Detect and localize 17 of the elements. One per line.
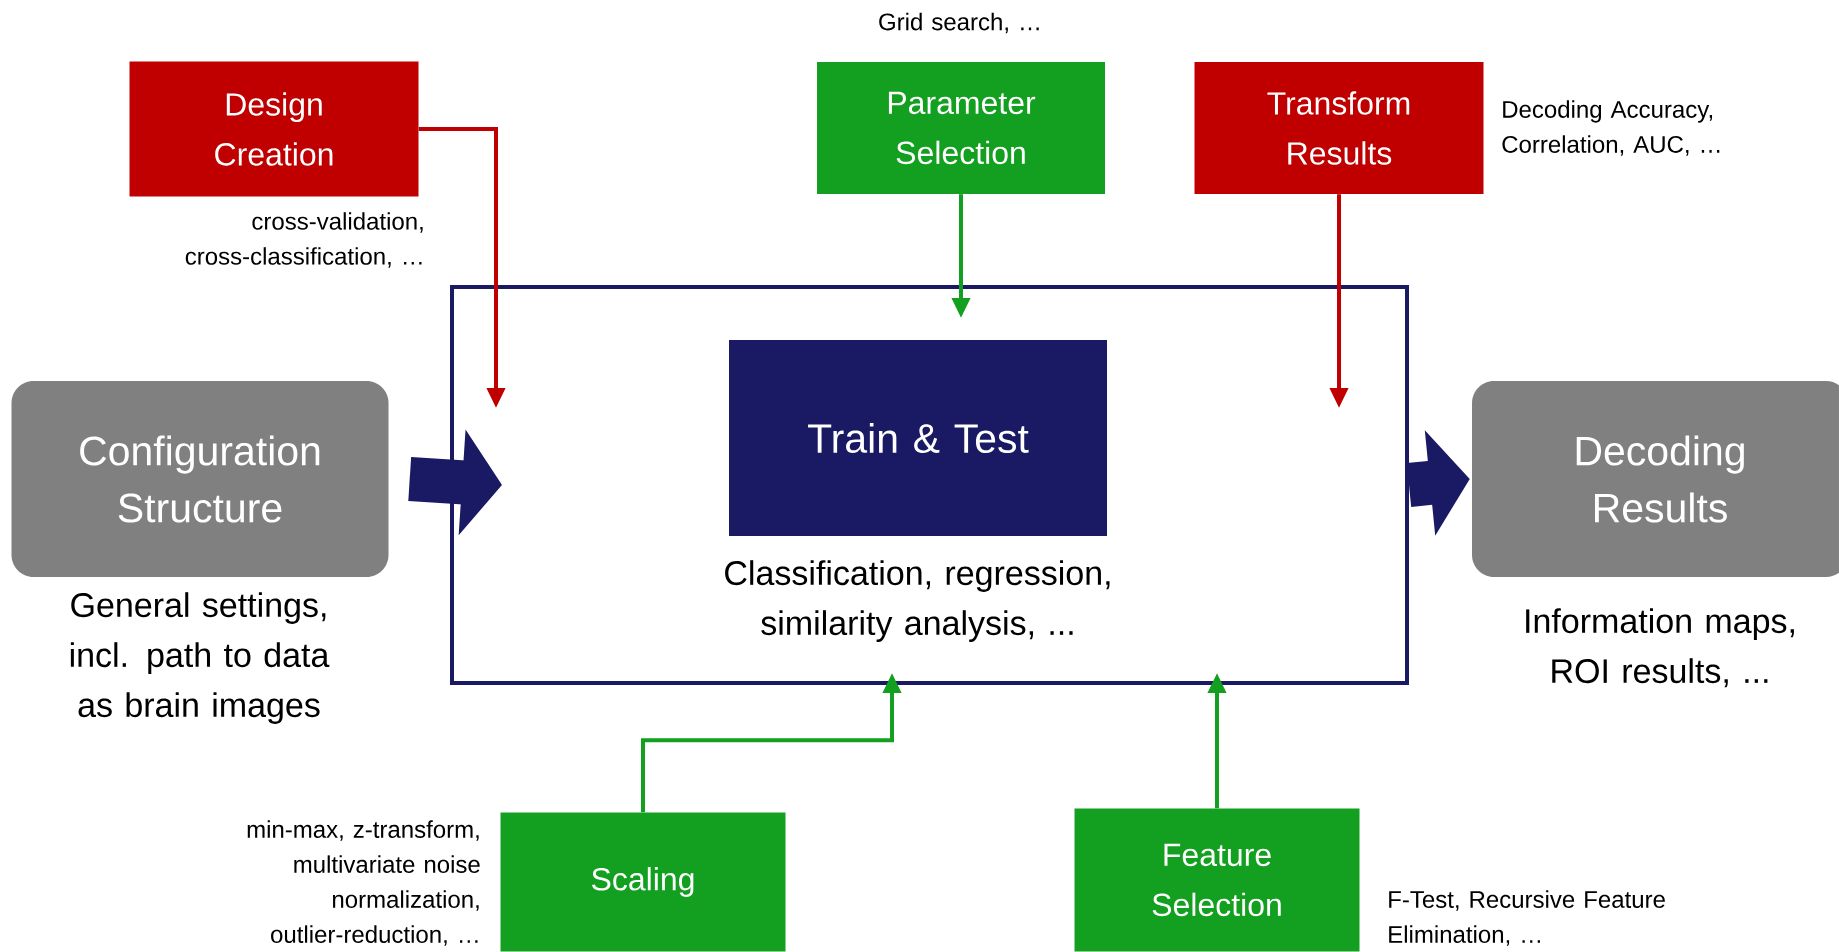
process-box: Train & Test: [729, 340, 1107, 536]
process-box: Scaling: [500, 812, 786, 952]
process-box: Transform Results: [1194, 62, 1484, 194]
annotation-text: Information maps, ROI results, ...: [1526, 608, 1794, 688]
annotation-text: min-max, z-transform, multivariate noise normalization, outlier-reduction, …: [247, 820, 480, 946]
annotation-text: F-Test, Recursive Feature Elimination, …: [1389, 890, 1665, 946]
annotation-text: cross-validation, cross-classification, …: [185, 212, 423, 268]
annotation-text: General settings, incl. path to data as brain images: [70, 592, 330, 724]
annotation-text: Classification, regression, similarity analysis, ...: [725, 560, 1110, 642]
output-box: Decoding Results: [1472, 381, 1839, 577]
input-box: Configuration Structure: [11, 381, 389, 577]
annotation-text: Decoding Accuracy, Correlation, AUC, …: [1502, 100, 1720, 156]
process-box: Feature Selection: [1074, 808, 1360, 952]
process-box: Design Creation: [129, 61, 419, 197]
process-box: Parameter Selection: [817, 62, 1105, 194]
pipeline-frame: [450, 285, 1409, 685]
annotation-text: Grid search, …: [879, 12, 1039, 34]
